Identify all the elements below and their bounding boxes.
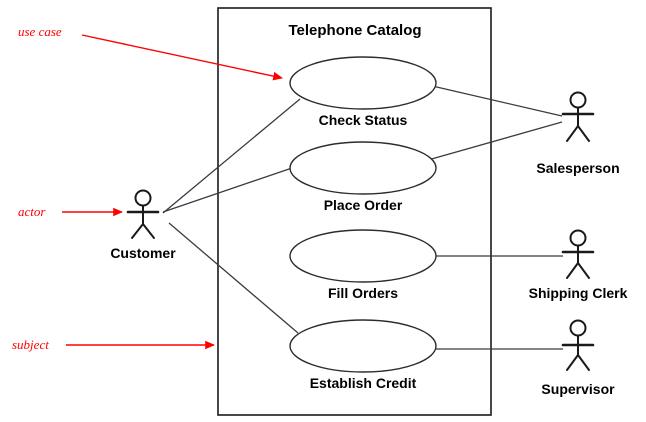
use-case-label-place-order: Place Order — [323, 197, 403, 213]
annotation-label-subject: subject — [12, 337, 49, 352]
annotation-arrows — [62, 34, 283, 350]
association-lines — [162, 84, 563, 350]
actor-label-customer: Customer — [110, 245, 176, 261]
assoc-place-order-salesperson[interactable] — [427, 121, 563, 161]
assoc-customer-place-order[interactable] — [162, 167, 293, 213]
annotation-arrow-use-case — [81, 34, 283, 81]
annotation-label-use-case: use case — [18, 24, 62, 39]
actor-label-supervisor: Supervisor — [541, 381, 615, 397]
assoc-customer-establish-credit[interactable] — [168, 222, 299, 334]
subject-title: Telephone Catalog — [288, 22, 422, 39]
actor-figures — [126, 91, 595, 371]
annotation-label-actor: actor — [18, 204, 46, 219]
use-case-ellipse-check-status[interactable] — [289, 56, 437, 110]
actor-figure-customer[interactable] — [126, 189, 160, 239]
use-case-label-fill-orders: Fill Orders — [327, 285, 399, 301]
use-case-label-establish-credit: Establish Credit — [309, 375, 417, 391]
use-case-ellipse-place-order[interactable] — [289, 141, 437, 195]
use-case-ellipse-establish-credit[interactable] — [289, 319, 437, 373]
actor-figure-shipping-clerk[interactable] — [561, 229, 595, 279]
use-case-ellipse-fill-orders[interactable] — [289, 229, 437, 283]
assoc-customer-check-status[interactable] — [162, 98, 301, 214]
actor-figure-supervisor[interactable] — [561, 319, 595, 371]
actor-figure-salesperson[interactable] — [561, 91, 595, 142]
use-case-label-check-status: Check Status — [318, 112, 408, 128]
use-case-ellipses — [289, 56, 437, 373]
actor-label-shipping-clerk: Shipping Clerk — [528, 285, 628, 301]
assoc-check-status-salesperson[interactable] — [427, 84, 563, 117]
actor-label-salesperson: Salesperson — [536, 160, 620, 176]
